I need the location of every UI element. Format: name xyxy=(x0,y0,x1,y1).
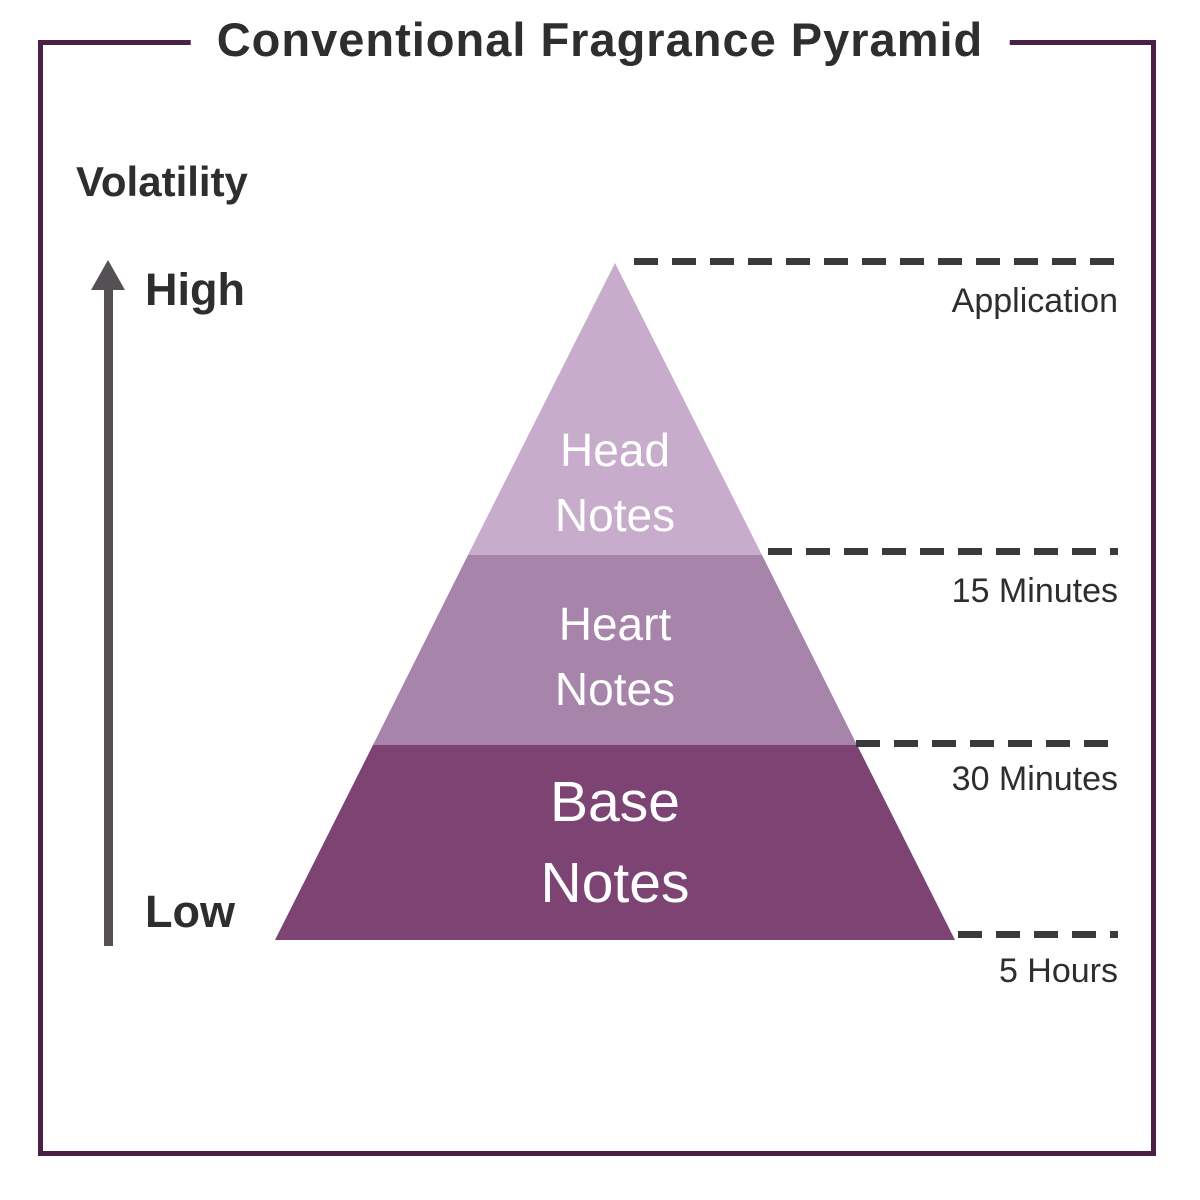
pyramid-section-head xyxy=(468,263,762,555)
application-dashed-line xyxy=(634,258,1118,265)
thirty-minutes-label: 30 Minutes xyxy=(951,760,1118,798)
axis-high-label: High xyxy=(145,264,245,315)
pyramid-section-base xyxy=(275,745,955,940)
axis-low-label: Low xyxy=(145,886,235,937)
volatility-arrow-up-icon xyxy=(91,260,125,290)
heart-notes-line2: Notes xyxy=(554,663,676,716)
five-hours-dashed-line xyxy=(958,931,1118,938)
base-notes-line2: Notes xyxy=(540,850,690,915)
head-notes-line1: Head xyxy=(560,424,670,476)
heart-notes-label: Heart Notes xyxy=(435,592,795,723)
fifteen-minutes-label: 15 Minutes xyxy=(951,572,1118,610)
application-label: Application xyxy=(951,282,1118,320)
head-notes-line2: Notes xyxy=(554,489,676,542)
page-title: Conventional Fragrance Pyramid xyxy=(190,12,1010,67)
pyramid xyxy=(275,263,955,940)
pyramid-section-heart xyxy=(373,555,857,745)
base-notes-label: Base Notes xyxy=(435,762,795,924)
heart-notes-line1: Heart xyxy=(558,598,672,650)
volatility-label: Volatility xyxy=(76,158,248,205)
five-hours-label: 5 Hours xyxy=(998,952,1118,990)
head-notes-label: Head Notes xyxy=(435,418,795,549)
base-notes-line1: Base xyxy=(550,770,680,834)
fifteen-minutes-dashed-line xyxy=(768,548,1118,555)
thirty-minutes-dashed-line xyxy=(856,740,1118,747)
volatility-arrow-shaft xyxy=(104,288,113,946)
